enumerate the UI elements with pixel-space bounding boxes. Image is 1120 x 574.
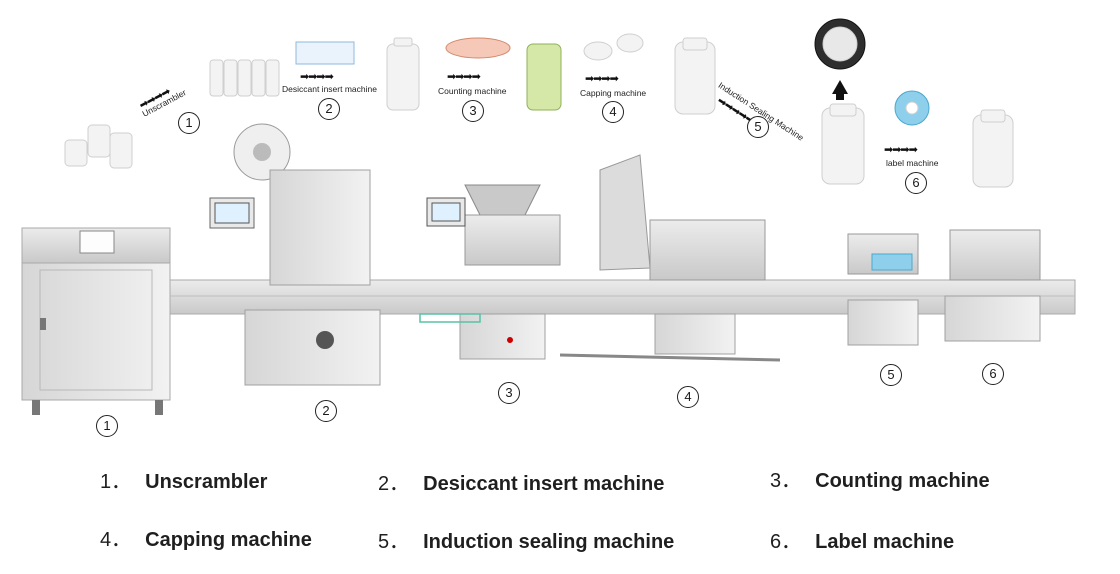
flow-arrow-2: ➡➡➡➡ — [300, 71, 334, 83]
machine-marker-1: 1 — [96, 415, 118, 437]
machine-marker-3: 3 — [498, 382, 520, 404]
capping-machine — [559, 154, 781, 362]
flow-arrow-4: ➡➡➡➡ — [585, 73, 619, 85]
legend-item-4: 4．Capping machine — [100, 529, 312, 551]
flow-step-label-6: label machine — [886, 158, 939, 168]
machine-marker-2: 2 — [315, 400, 337, 422]
flow-step-marker-2: 2 — [318, 98, 340, 120]
flow-step-label-3: Counting machine — [438, 86, 507, 96]
conveyor-line — [169, 279, 1076, 315]
machine-marker-6: 6 — [982, 363, 1004, 385]
flow-step-marker-6: 6 — [905, 172, 927, 194]
flow-step-marker-1: 1 — [178, 112, 200, 134]
flow-step-label-4: Capping machine — [580, 88, 647, 98]
flow-arrow-6: ➡➡➡➡ — [884, 144, 918, 156]
legend-item-3: 3．Counting machine — [770, 470, 990, 492]
legend-item-2: 2．Desiccant insert machine — [378, 473, 665, 495]
machine-marker-4: 4 — [677, 386, 699, 408]
flow-arrow-3: ➡➡➡➡ — [447, 71, 481, 83]
legend-item-5: 5．Induction sealing machine — [378, 531, 675, 553]
counting-machine — [419, 184, 561, 360]
flow-step-label-2: Desiccant insert machine — [282, 84, 377, 94]
label-machine-drawing — [944, 229, 1041, 342]
legend-item-6: 6．Label machine — [770, 531, 955, 553]
flow-bottles — [64, 18, 1014, 188]
flow-step-marker-5: 5 — [747, 116, 769, 138]
legend-item-1: 1．Unscrambler — [100, 471, 268, 493]
flow-step-marker-4: 4 — [602, 101, 624, 123]
unscrambler-machine — [21, 227, 171, 415]
machine-marker-5: 5 — [880, 364, 902, 386]
sealing-machine — [847, 233, 919, 346]
flow-step-marker-3: 3 — [462, 100, 484, 122]
desiccant-machine — [209, 123, 381, 386]
